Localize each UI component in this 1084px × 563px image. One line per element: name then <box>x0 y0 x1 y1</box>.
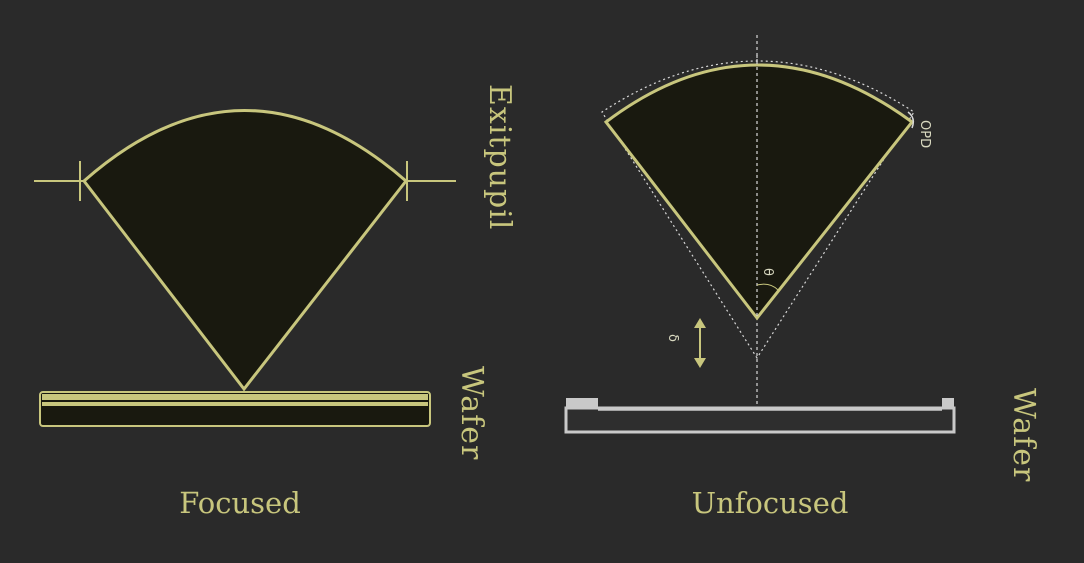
wafer-right-label: Wafer <box>1006 388 1041 483</box>
theta-arc <box>756 283 779 291</box>
delta-arrow-down <box>694 358 706 368</box>
unfocused-wafer <box>564 406 956 434</box>
unfocused-caption: Unfocused <box>691 486 849 520</box>
wafer-left-label: Wafer <box>454 366 489 461</box>
focused-caption: Focused <box>179 486 301 520</box>
theta-label: θ <box>760 268 775 276</box>
focused-diagram <box>34 109 456 427</box>
opd-label: OPD <box>917 120 932 149</box>
delta-label: δ <box>665 334 680 342</box>
opd-bracket <box>907 111 915 129</box>
unfocused-diagram <box>564 35 956 434</box>
exit-pupil-label: Exitpupil <box>482 84 517 231</box>
focused-light-cone <box>81 109 409 392</box>
unfocused-wafer-left-lip <box>566 398 598 408</box>
delta-arrow-up <box>694 318 706 328</box>
unfocused-wafer-right-lip <box>942 398 954 408</box>
unfocused-light-cone <box>603 63 915 321</box>
